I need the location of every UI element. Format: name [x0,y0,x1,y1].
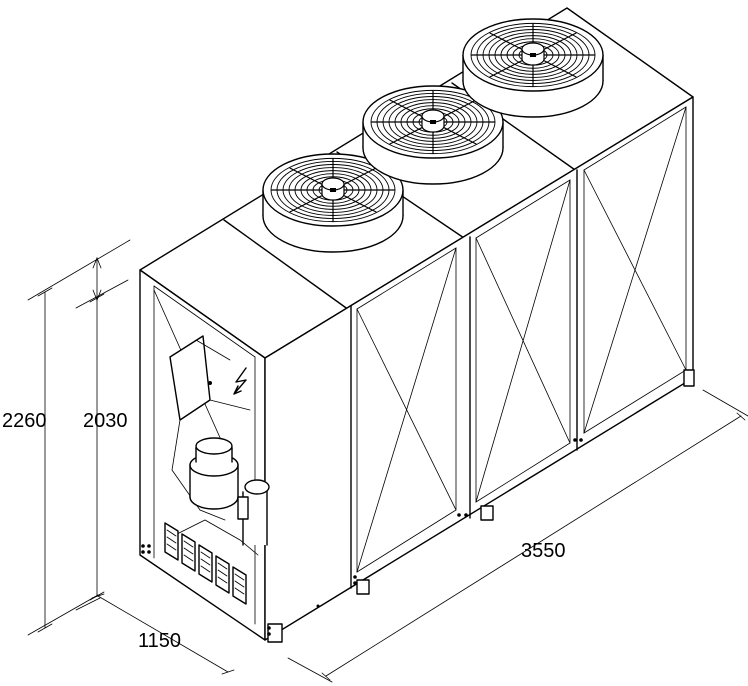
compressor-2 [174,479,270,556]
dimension-total-height: 2260 [2,239,131,636]
fan-1 [262,153,404,253]
lightning-bolt-icon [233,367,247,395]
length-label: 3550 [521,540,566,562]
electrical-panel [169,335,251,521]
dimension-width: 1150 [91,593,235,675]
coil-panel-2 [475,179,571,503]
body-height-label: 2030 [83,410,128,432]
dimension-length: 3550 [287,389,748,683]
ventilation-louvres [164,522,247,605]
dimension-body-height: 2030 [75,256,129,611]
fan-2 [362,85,504,185]
panel-bolts [141,381,583,636]
total-height-label: 2260 [2,410,47,432]
compressor-1 [189,437,239,510]
width-label: 1150 [138,630,181,652]
fan-3 [462,18,604,118]
support-feet [267,369,695,643]
fan-group [262,18,604,253]
coil-panel-1 [356,247,457,573]
